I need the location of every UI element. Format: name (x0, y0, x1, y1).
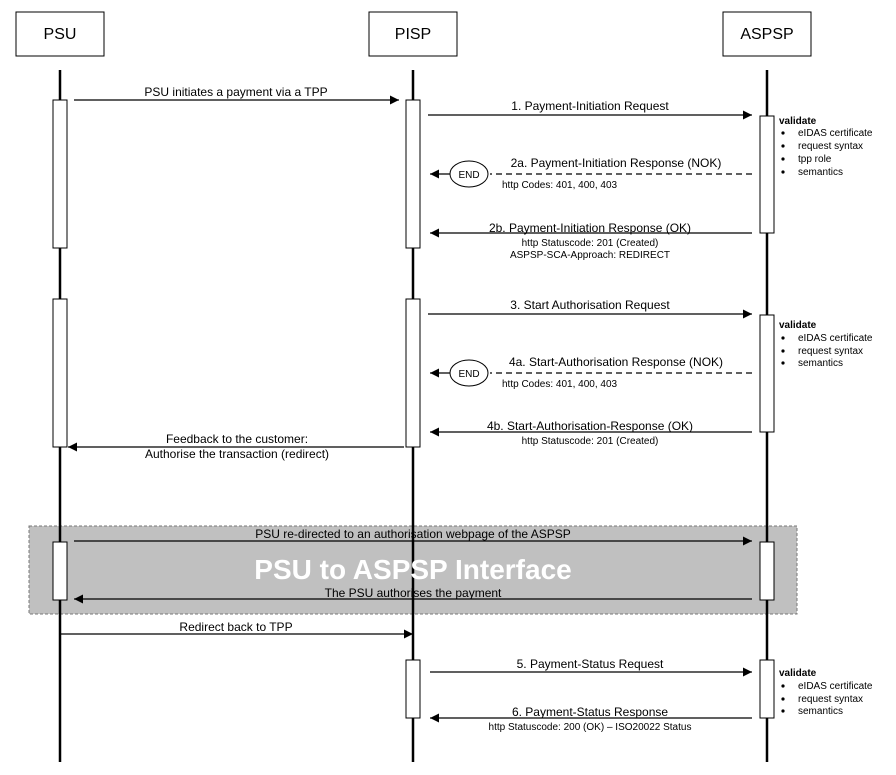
label-m6: 6. Payment-Status Response (512, 705, 668, 719)
end-node-2-label: END (458, 369, 479, 380)
validate-1-item: semantics (798, 167, 843, 178)
label-feedback-1: Feedback to the customer: (166, 432, 308, 446)
label-m4b: 4b. Start-Authorisation-Response (OK) (487, 419, 693, 433)
label-redirected: PSU re-directed to an authorisation webp… (255, 527, 571, 541)
validate-title-3: validate (779, 668, 817, 679)
label-psu-initiates: PSU initiates a payment via a TPP (144, 85, 327, 99)
validate-block-3: validate eIDAS certificate request synta… (779, 668, 873, 717)
validate-3-item: request syntax (798, 694, 863, 705)
activation-psu-3 (52, 541, 68, 601)
label-m6-sub: http Statuscode: 200 (OK) – ISO20022 Sta… (489, 722, 692, 733)
activation-pisp-2 (405, 298, 421, 448)
validate-2-item: semantics (798, 358, 843, 369)
activation-pisp-1 (405, 99, 421, 249)
label-m4b-sub: http Statuscode: 201 (Created) (522, 436, 659, 447)
label-m2b-sub1: http Statuscode: 201 (Created) (522, 238, 659, 249)
actor-psu-label: PSU (44, 26, 77, 43)
validate-3-item: eIDAS certificate (798, 681, 873, 692)
activation-pisp-4 (405, 659, 421, 719)
activation-psu-2 (52, 298, 68, 448)
label-m2b-sub2: ASPSP-SCA-Approach: REDIRECT (510, 250, 670, 261)
activation-psu-1 (52, 99, 68, 249)
label-authorises: The PSU authorises the payment (325, 586, 502, 600)
validate-title-2: validate (779, 320, 817, 331)
activation-aspsp-1 (759, 115, 775, 234)
label-m5: 5. Payment-Status Request (517, 657, 664, 671)
interface-title: PSU to ASPSP Interface (254, 554, 571, 585)
validate-2-item: eIDAS certificate (798, 333, 873, 344)
label-m2a-sub: http Codes: 401, 400, 403 (502, 180, 618, 191)
actor-aspsp: ASPSP (722, 11, 812, 57)
label-m2a: 2a. Payment-Initiation Response (NOK) (511, 156, 722, 170)
validate-1-item: eIDAS certificate (798, 128, 873, 139)
label-feedback-2: Authorise the transaction (redirect) (145, 447, 329, 461)
validate-title-1: validate (779, 116, 817, 127)
label-m4a-sub: http Codes: 401, 400, 403 (502, 379, 618, 390)
actor-psu: PSU (15, 11, 105, 57)
validate-2-item: request syntax (798, 346, 863, 357)
validate-3-item: semantics (798, 706, 843, 717)
label-m2b: 2b. Payment-Initiation Response (OK) (489, 221, 691, 235)
end-node-1-label: END (458, 170, 479, 181)
actor-pisp-label: PISP (395, 26, 431, 43)
validate-block-2: validate eIDAS certificate request synta… (779, 320, 873, 369)
validate-1-item: tpp role (798, 154, 832, 165)
label-m4a: 4a. Start-Authorisation Response (NOK) (509, 355, 723, 369)
activation-aspsp-2 (759, 314, 775, 433)
validate-1-item: request syntax (798, 141, 863, 152)
label-back: Redirect back to TPP (179, 620, 292, 634)
actor-aspsp-label: ASPSP (740, 26, 793, 43)
actor-pisp: PISP (368, 11, 458, 57)
label-m3: 3. Start Authorisation Request (510, 298, 670, 312)
activation-aspsp-3 (759, 541, 775, 601)
activation-aspsp-4 (759, 659, 775, 719)
label-m1: 1. Payment-Initiation Request (511, 99, 669, 113)
validate-block-1: validate eIDAS certificate request synta… (779, 116, 873, 178)
